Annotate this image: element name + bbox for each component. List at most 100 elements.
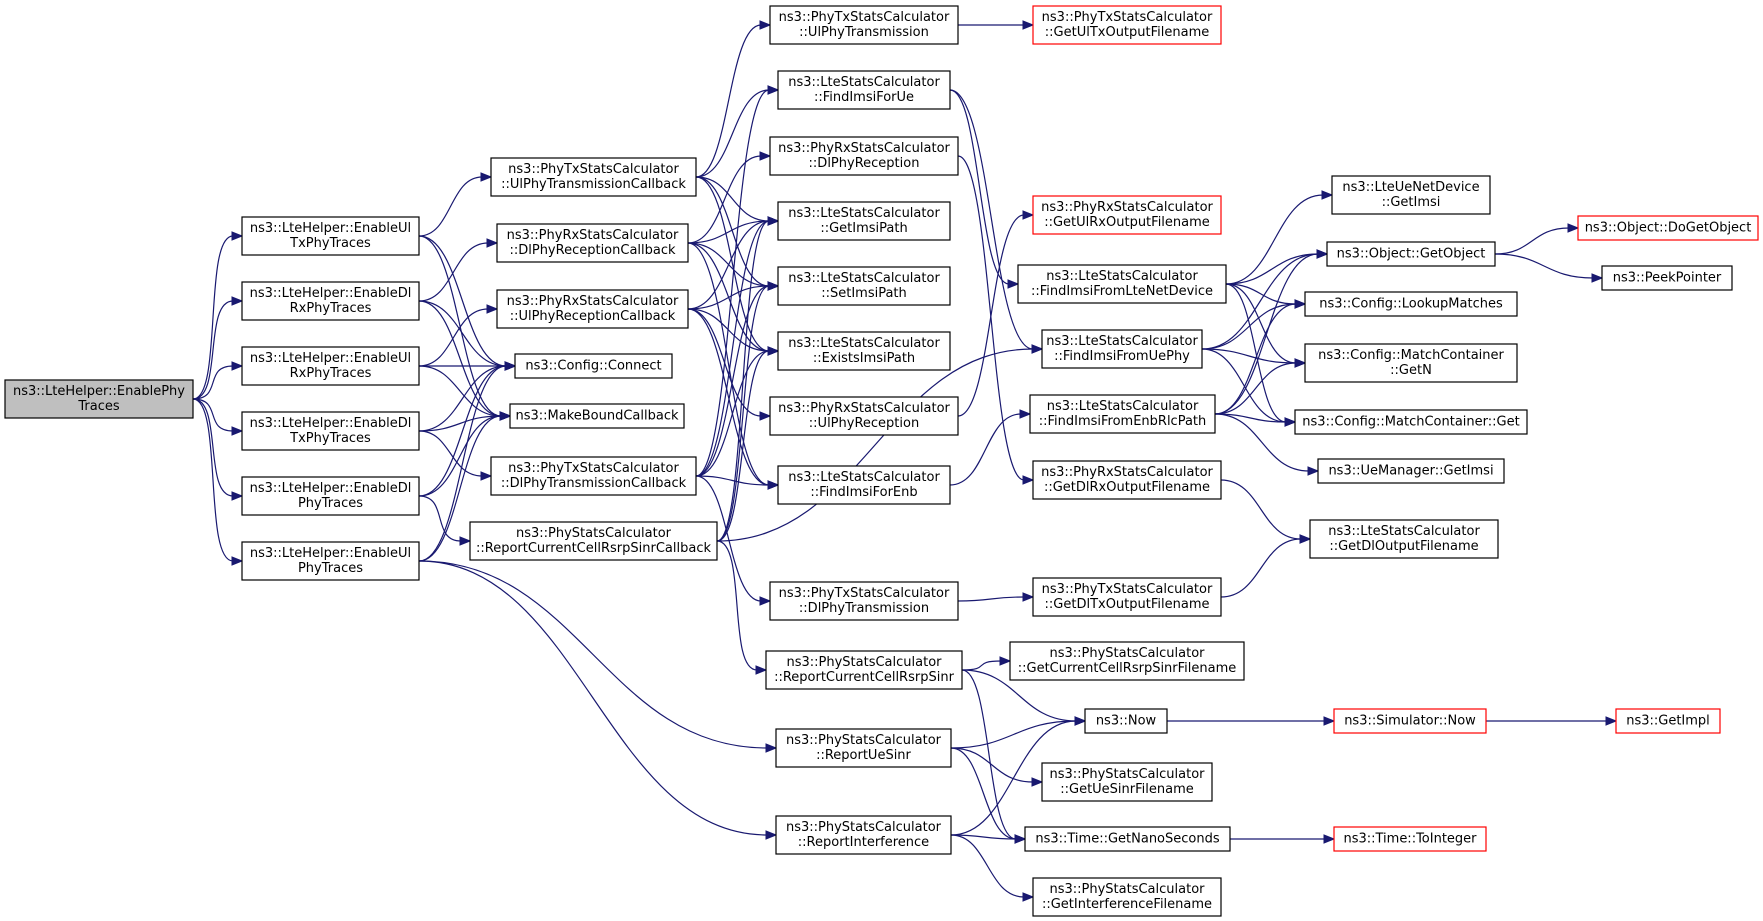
call-edge-ulRxM-getUlRxFn — [957, 210, 1035, 417]
node-label: ::GetUeSinrFilename — [1060, 782, 1194, 797]
node-box — [1326, 241, 1496, 267]
node-label: ns3::Time::ToInteger — [1343, 832, 1477, 847]
node-peek[interactable]: ns3::PeekPointer — [1601, 265, 1733, 291]
node-label: ::GetImsiPath — [820, 221, 907, 236]
node-label: ns3::LteStatsCalculator — [788, 336, 940, 351]
node-ulTxCb[interactable]: ns3::PhyTxStatsCalculator::UlPhyTransmis… — [490, 157, 697, 197]
node-ulRxM[interactable]: ns3::PhyRxStatsCalculator::UlPhyReceptio… — [769, 396, 959, 436]
call-edge-dlTxCb-findEnb — [695, 475, 780, 490]
node-label: ::UlPhyReceptionCallback — [510, 309, 676, 324]
call-edge-ulPhy-interf — [418, 560, 778, 840]
node-findUe[interactable]: ns3::LteStatsCalculator::FindImsiForUe — [777, 70, 951, 110]
node-toInt[interactable]: ns3::Time::ToInteger — [1333, 826, 1487, 852]
node-label: ::FindImsiForEnb — [810, 485, 917, 500]
node-getRsrpFn[interactable]: ns3::PhyStatsCalculator::GetCurrentCellR… — [1009, 641, 1245, 681]
node-setPath[interactable]: ns3::LteStatsCalculator::SetImsiPath — [777, 266, 951, 306]
node-ueGetImsi[interactable]: ns3::LteUeNetDevice::GetImsi — [1331, 175, 1491, 215]
node-mbc[interactable]: ns3::MakeBoundCallback — [509, 403, 685, 429]
node-getUeSinrFn[interactable]: ns3::PhyStatsCalculator::GetUeSinrFilena… — [1041, 762, 1213, 802]
node-findUePhy[interactable]: ns3::LteStatsCalculator::FindImsiFromUeP… — [1041, 329, 1203, 369]
node-label: ::GetDlRxOutputFilename — [1044, 480, 1210, 495]
node-getDlOut[interactable]: ns3::LteStatsCalculator::GetDlOutputFile… — [1309, 519, 1499, 559]
node-rsrp[interactable]: ns3::PhyStatsCalculator::ReportCurrentCe… — [765, 650, 963, 690]
node-ueSinr[interactable]: ns3::PhyStatsCalculator::ReportUeSinr — [775, 728, 952, 768]
node-mcGet[interactable]: ns3::Config::MatchContainer::Get — [1294, 409, 1528, 435]
node-getPath[interactable]: ns3::LteStatsCalculator::GetImsiPath — [777, 201, 951, 241]
call-edge-dlRxCb-existsPath — [687, 242, 780, 356]
node-existsPath[interactable]: ns3::LteStatsCalculator::ExistsImsiPath — [777, 331, 951, 371]
call-edge-findEnb-findEnbRlc — [949, 409, 1032, 486]
node-label: ns3::PhyRxStatsCalculator — [1041, 465, 1213, 480]
call-edge-findEnbRlc-lookup — [1214, 299, 1307, 415]
node-doGetObj[interactable]: ns3::Object::DoGetObject — [1577, 215, 1759, 241]
call-edge-findEnbRlc-umGetImsi — [1214, 413, 1320, 476]
node-getDlTxFn[interactable]: ns3::PhyTxStatsCalculator::GetDlTxOutput… — [1032, 577, 1222, 617]
node-label: ns3::LteUeNetDevice — [1342, 180, 1479, 195]
node-lookup[interactable]: ns3::Config::LookupMatches — [1304, 291, 1518, 317]
node-getImpl[interactable]: ns3::GetImpl — [1615, 708, 1721, 734]
node-interf[interactable]: ns3::PhyStatsCalculator::ReportInterfere… — [775, 815, 952, 855]
node-box — [1294, 409, 1528, 435]
node-dlTxCb[interactable]: ns3::PhyTxStatsCalculator::DlPhyTransmis… — [490, 456, 697, 496]
node-label: ::GetDlTxOutputFilename — [1045, 597, 1210, 612]
node-getN[interactable]: ns3::Config::MatchContainer::GetN — [1304, 343, 1518, 383]
node-dlRxCb[interactable]: ns3::PhyRxStatsCalculator::DlPhyReceptio… — [496, 223, 689, 263]
node-label: ns3::PhyRxStatsCalculator — [778, 401, 950, 416]
call-edge-dlRx-dlRxCb — [418, 238, 499, 302]
node-box — [1317, 458, 1505, 484]
node-getDlRxFn[interactable]: ns3::PhyRxStatsCalculator::GetDlRxOutput… — [1032, 460, 1222, 500]
node-dlTxM[interactable]: ns3::PhyTxStatsCalculator::DlPhyTransmis… — [769, 581, 959, 621]
call-edge-rsrp-getRsrpFn — [961, 656, 1012, 671]
node-label: ns3::PhyStatsCalculator — [516, 526, 672, 541]
node-getNano[interactable]: ns3::Time::GetNanoSeconds — [1024, 826, 1231, 852]
call-edge-root-ulRx — [192, 361, 244, 400]
node-label: ::DlPhyReception — [809, 156, 920, 171]
node-label: ::ExistsImsiPath — [813, 351, 915, 366]
node-findEnbRlc[interactable]: ns3::LteStatsCalculator::FindImsiFromEnb… — [1029, 394, 1216, 434]
call-edge-simNow-getImpl — [1486, 716, 1618, 726]
call-edge-dlTxCb-findUe — [695, 85, 780, 477]
call-edge-ulPhy-connect — [418, 361, 517, 562]
node-label: ::DlPhyTransmissionCallback — [501, 476, 687, 491]
node-umGetImsi[interactable]: ns3::UeManager::GetImsi — [1317, 458, 1505, 484]
node-findEnb[interactable]: ns3::LteStatsCalculator::FindImsiForEnb — [777, 465, 951, 505]
node-ulTxM[interactable]: ns3::PhyTxStatsCalculator::UlPhyTransmis… — [769, 5, 959, 45]
call-edge-getObject-peek — [1494, 253, 1604, 283]
node-label: ns3::LteHelper::EnableUl — [250, 546, 411, 561]
node-connect[interactable]: ns3::Config::Connect — [514, 353, 673, 379]
call-edge-ueSinr-now — [950, 716, 1087, 749]
node-box — [775, 728, 952, 768]
call-edge-rsrp-getNano — [961, 669, 1027, 844]
node-box — [1032, 460, 1222, 500]
node-rsrpCb[interactable]: ns3::PhyStatsCalculator::ReportCurrentCe… — [469, 521, 718, 561]
node-dlRxM[interactable]: ns3::PhyRxStatsCalculator::DlPhyReceptio… — [769, 136, 959, 176]
node-box — [1032, 5, 1222, 45]
node-findLteNd[interactable]: ns3::LteStatsCalculator::FindImsiFromLte… — [1017, 264, 1227, 304]
node-label: ::DlPhyReceptionCallback — [509, 243, 676, 258]
node-box — [490, 157, 697, 197]
node-label: ns3::MakeBoundCallback — [515, 409, 679, 424]
node-getInterfFn[interactable]: ns3::PhyStatsCalculator::GetInterference… — [1032, 877, 1222, 917]
node-box — [490, 456, 697, 496]
node-label: ::GetImsi — [1382, 195, 1441, 210]
node-getUlRxFn[interactable]: ns3::PhyRxStatsCalculator::GetUlRxOutput… — [1032, 195, 1222, 235]
node-simNow[interactable]: ns3::Simulator::Now — [1333, 708, 1487, 734]
call-edge-interf-now — [950, 716, 1087, 836]
node-getUlTxFn[interactable]: ns3::PhyTxStatsCalculator::GetUlTxOutput… — [1032, 5, 1222, 45]
node-getObject[interactable]: ns3::Object::GetObject — [1326, 241, 1496, 267]
node-box — [1304, 291, 1518, 317]
node-label: ::GetN — [1390, 363, 1432, 378]
node-now[interactable]: ns3::Now — [1084, 708, 1168, 734]
node-label: ns3::PhyStatsCalculator — [786, 655, 942, 670]
call-edge-getNano-toInt — [1230, 834, 1336, 844]
node-ulRxCb[interactable]: ns3::PhyRxStatsCalculator::UlPhyReceptio… — [496, 289, 689, 329]
node-label: ns3::LteStatsCalculator — [788, 75, 940, 90]
